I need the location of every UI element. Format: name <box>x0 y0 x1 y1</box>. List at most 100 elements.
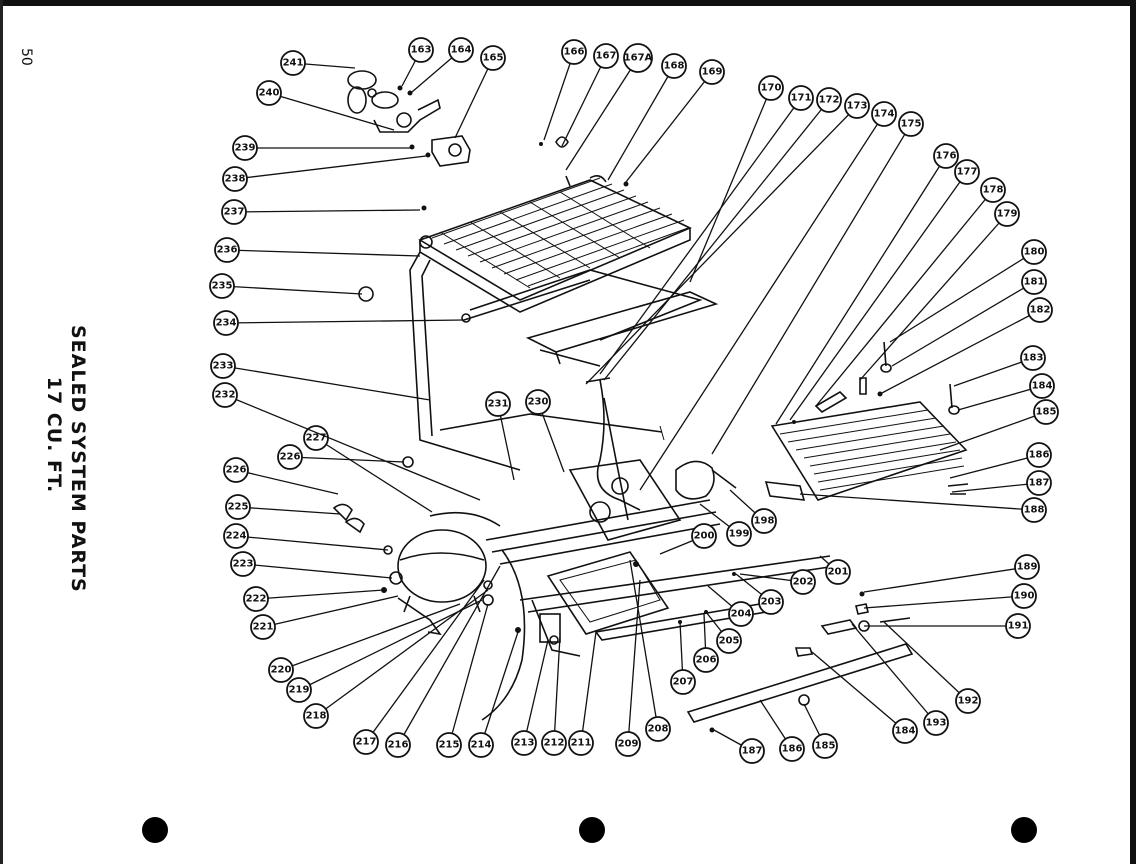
capillary-tube <box>585 377 641 521</box>
callout-231: 231 <box>485 391 515 481</box>
callout-label: 200 <box>694 531 715 542</box>
leader-line <box>939 411 1047 451</box>
callout-182: 182 <box>879 297 1053 395</box>
leader-line <box>891 281 1035 367</box>
callout-bubble <box>1029 373 1055 399</box>
callout-213: 213 <box>511 639 549 756</box>
callout-bubble <box>222 166 248 192</box>
callout-bubble <box>232 135 258 161</box>
callout-bubble <box>448 37 474 63</box>
leader-line <box>815 189 994 407</box>
callout-label: 205 <box>719 636 740 647</box>
callout-173: 173 <box>585 93 870 385</box>
callout-bubble <box>728 601 754 627</box>
callout-bubble <box>825 559 851 585</box>
callout-172: 172 <box>603 87 842 381</box>
callout-label: 215 <box>439 740 460 751</box>
callout-199: 199 <box>699 503 752 547</box>
callout-192: 192 <box>883 621 981 714</box>
callout-198: 198 <box>729 489 777 534</box>
callout-label: 237 <box>224 207 245 218</box>
leader-line <box>689 87 772 283</box>
leader-line <box>242 563 393 579</box>
leader-line <box>221 285 363 295</box>
callout-label: 217 <box>356 737 377 748</box>
callout-181: 181 <box>891 269 1047 367</box>
callout-label: 164 <box>451 45 472 56</box>
callout-200: 200 <box>659 523 717 555</box>
leader-line <box>580 631 597 744</box>
callout-212: 212 <box>541 635 567 756</box>
callout-bubble <box>670 669 696 695</box>
leader-line <box>225 319 465 324</box>
callout-bubble <box>525 389 551 415</box>
callout-185: 185 <box>939 399 1059 451</box>
leader-line <box>553 635 561 744</box>
callout-bubble <box>788 85 814 111</box>
callout-201: 201 <box>819 555 851 585</box>
leader-line <box>799 493 1035 511</box>
leader-line <box>262 595 399 628</box>
callout-label: 189 <box>1017 562 1038 573</box>
callout-168: 168 <box>607 53 687 181</box>
callout-176: 176 <box>775 143 959 425</box>
callout-bubble <box>256 80 282 106</box>
leader-line <box>811 651 906 732</box>
callout-211: 211 <box>568 631 597 756</box>
callout-label: 227 <box>306 433 327 444</box>
callout-175: 175 <box>711 111 924 455</box>
leader-line <box>957 385 1043 411</box>
callout-label: 174 <box>874 109 895 120</box>
callout-bubble <box>593 43 619 69</box>
binder-hole-center <box>579 817 605 843</box>
leader-line <box>565 57 639 171</box>
callout-label: 220 <box>271 665 292 676</box>
callout-177: 177 <box>789 159 980 421</box>
callout-bubble <box>871 101 897 127</box>
callout-bubble <box>726 521 752 547</box>
front-grille-rail <box>686 643 914 733</box>
leader-line <box>851 623 937 724</box>
callout-bubble <box>1026 442 1052 468</box>
leader-line <box>951 482 1040 493</box>
leader-line <box>315 437 433 513</box>
callout-bubble <box>210 353 236 379</box>
callout-label: 185 <box>815 741 836 752</box>
binder-hole-left <box>142 817 168 843</box>
screws-bottom <box>358 205 736 633</box>
callout-bubble <box>758 589 784 615</box>
callout-169: 169 <box>625 59 725 183</box>
callout-bubble <box>385 732 411 758</box>
callout-bubble <box>892 718 918 744</box>
callout-bubble <box>485 391 511 417</box>
callout-label: 184 <box>1032 381 1053 392</box>
callout-label: 241 <box>283 58 304 69</box>
callout-204: 204 <box>707 585 754 627</box>
callout-label: 175 <box>901 119 922 130</box>
callout-label: 188 <box>1024 505 1045 516</box>
callout-label: 186 <box>782 744 803 755</box>
leader-line <box>365 579 485 743</box>
leader-line <box>627 579 641 745</box>
callout-bubble <box>716 628 742 654</box>
callout-bubble <box>1005 613 1031 639</box>
callout-193: 193 <box>851 623 949 736</box>
small-hardware-top <box>397 85 629 187</box>
callout-bubble <box>1026 470 1052 496</box>
callout-label: 218 <box>306 711 327 722</box>
callout-label: 181 <box>1024 277 1045 288</box>
callout-bubble <box>568 730 594 756</box>
leader-line <box>233 209 421 213</box>
scan-border-left <box>0 0 3 864</box>
callout-bubble <box>212 382 238 408</box>
leader-line <box>237 506 341 515</box>
relay-and-overload <box>332 456 501 636</box>
callout-bubble <box>739 738 765 764</box>
leader-line <box>497 403 515 481</box>
callout-label: 165 <box>483 53 504 64</box>
callout-bubble <box>898 111 924 137</box>
callout-label: 219 <box>289 685 310 696</box>
callout-label: 180 <box>1024 247 1045 258</box>
callout-label: 163 <box>411 45 432 56</box>
callout-label: 183 <box>1023 353 1044 364</box>
